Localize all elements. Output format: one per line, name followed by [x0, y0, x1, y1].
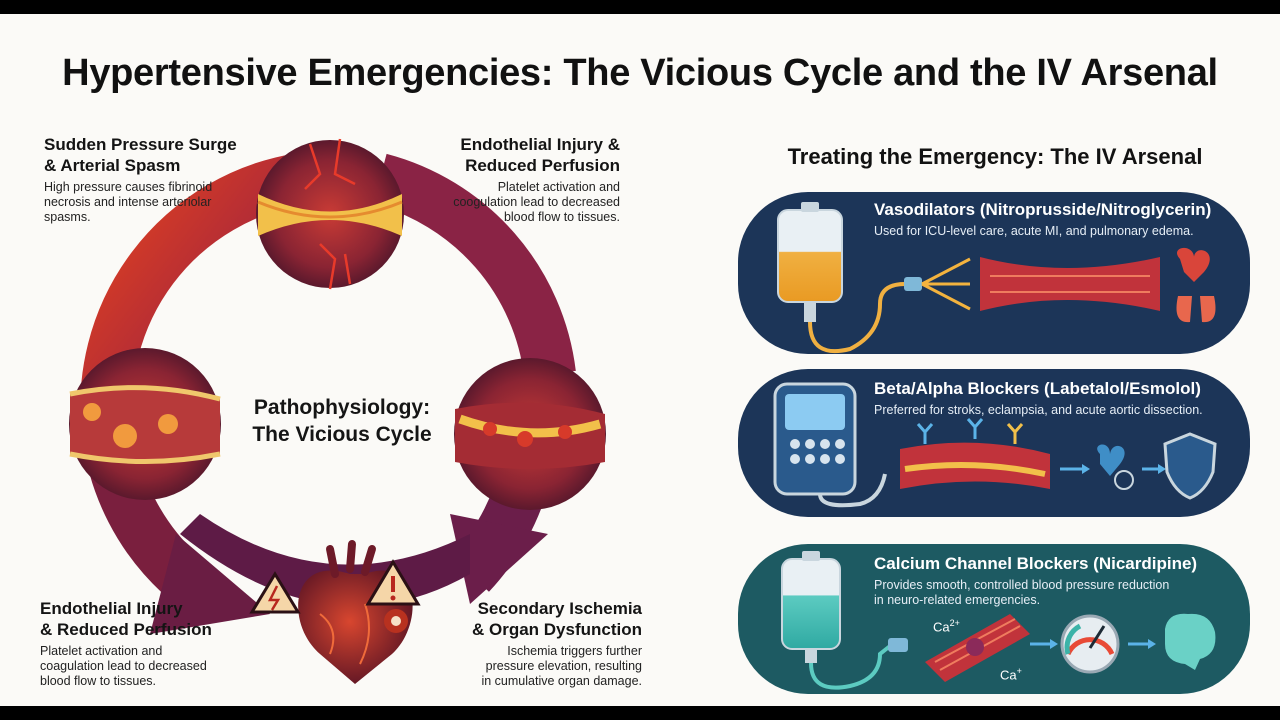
cycle-arrow-right: [372, 153, 576, 378]
stage-title-line1: Endothelial Injury &: [460, 135, 620, 154]
arrowhead-bottom-right: [450, 514, 548, 604]
card-title: Vasodilators (Nitroprusside/Nitroglyceri…: [874, 200, 1212, 219]
center-label-line1: Pathophysiology:: [253, 396, 431, 419]
stage-body-line3: in cumulative organ damage.: [481, 674, 642, 688]
infographic-canvas: Hypertensive Emergencies: The Vicious Cy…: [0, 14, 1280, 706]
card-vasodilators-graphic: [738, 192, 1250, 354]
stage-title-line1: Endothelial Injury: [40, 599, 183, 618]
stage-body-line1: Ischemia triggers further: [507, 644, 642, 658]
gear-icon: [384, 609, 408, 633]
card-ccb: Calcium Channel Blockers (Nicardipine) P…: [738, 544, 1250, 694]
ion-label-1: Ca2+: [933, 618, 960, 635]
vessel-circle-left: [69, 348, 221, 500]
card-desc-line1: Used for ICU-level care, acute MI, and p…: [874, 224, 1194, 238]
stage-body-line3: blood flow to tissues.: [503, 210, 620, 224]
arrowhead-bottom-left: [150, 534, 270, 634]
card-desc-line2: in neuro-related emergencies.: [874, 593, 1041, 607]
stage-title-line2: & Reduced Perfusion: [40, 620, 212, 639]
card-desc-line1: Provides smooth, controlled blood pressu…: [874, 578, 1170, 592]
warning-bolt-icon: [249, 571, 301, 614]
stage-title-line2: & Organ Dysfunction: [471, 620, 642, 639]
stage-body-line3: blood flow to tissues.: [40, 674, 157, 688]
stage-body-line2: coogulation lead to decreased: [453, 195, 620, 209]
cycle-diagram: [69, 138, 1250, 694]
card-vasodilators: Vasodilators (Nitroprusside/Nitroglyceri…: [738, 192, 1250, 354]
card-blockers-graphic: [738, 369, 1250, 517]
warning-exclamation-icon: [365, 559, 421, 606]
ion-label-2: Ca+: [1000, 666, 1022, 683]
stage-body-line1: High pressure causes fibrinoid: [44, 180, 213, 194]
stage-body-line3: spasms.: [44, 210, 91, 224]
stage-body-line1: Platelet activation and: [40, 644, 163, 658]
stage-body-line2: necrosis and intense arteriolar: [44, 195, 212, 209]
stage-title-line1: Secondary Ischemia: [477, 599, 642, 618]
stage-title-line2: Reduced Perfusion: [465, 156, 620, 175]
stage-body-line1: Platelet activation and: [497, 180, 620, 194]
vessel-circle-top: [256, 138, 404, 290]
center-label-line2: The Vicious Cycle: [252, 423, 432, 446]
cycle-center-label: Pathophysiology: The Vicious Cycle: [232, 394, 452, 448]
card-ccb-graphic: [738, 544, 1250, 694]
card-desc-line1: Preferred for stroks, eclampsia, and acu…: [874, 403, 1203, 417]
vessel-circle-right: [454, 358, 606, 510]
card-title: Calcium Channel Blockers (Nicardipine): [874, 554, 1198, 573]
stage-body-line2: coagulation lead to decreased: [40, 659, 207, 673]
stage-title-line2: & Arterial Spasm: [44, 156, 181, 175]
stage-title-line1: Sudden Pressure Surge: [44, 135, 237, 154]
arsenal-heading: Treating the Emergency: The IV Arsenal: [787, 144, 1203, 169]
card-blockers: Beta/Alpha Blockers (Labetalol/Esmolol) …: [738, 369, 1250, 517]
stage-pressure-surge: Sudden Pressure Surge & Arterial Spasm H…: [44, 134, 254, 225]
stage-endothelial-injury-bottom: Endothelial Injury & Reduced Perfusion P…: [40, 598, 240, 689]
card-title: Beta/Alpha Blockers (Labetalol/Esmolol): [874, 379, 1201, 398]
stage-secondary-ischemia: Secondary Ischemia & Organ Dysfunction I…: [432, 598, 642, 689]
stage-body-line2: pressure elevation, resulting: [485, 659, 642, 673]
stage-endothelial-injury-top: Endothelial Injury & Reduced Perfusion P…: [420, 134, 620, 225]
page-title: Hypertensive Emergencies: The Vicious Cy…: [62, 52, 1218, 94]
